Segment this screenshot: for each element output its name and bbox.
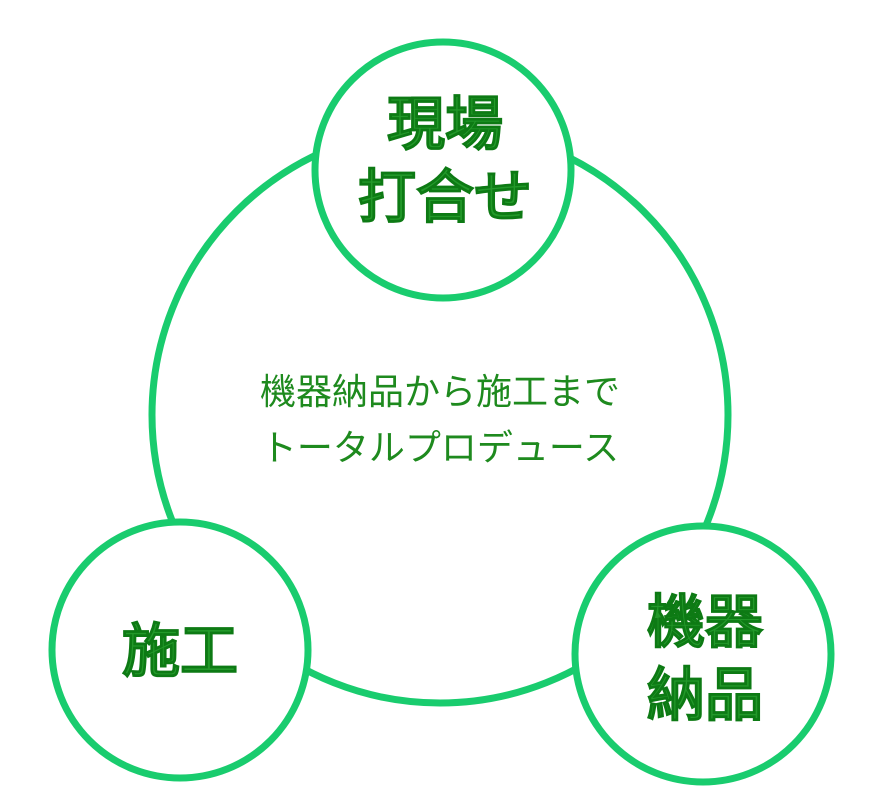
center-line2: トータルプロデュース	[260, 427, 620, 469]
left-node-line1: 施工	[121, 617, 238, 686]
left-node-circle	[48, 518, 312, 782]
top-node-line2: 打合せ	[357, 162, 532, 231]
top-node-circle	[311, 38, 575, 302]
top-node-line1: 現場	[386, 90, 503, 159]
center-line1: 機器納品から施工まで	[259, 372, 620, 413]
right-node-line1: 機器	[646, 588, 763, 657]
top-node-label: 現場 打合せ	[340, 88, 550, 233]
center-label: 機器納品から施工まで トータルプロデュース	[240, 365, 640, 477]
right-node-circle	[571, 522, 835, 786]
right-node-label: 機器 納品	[600, 586, 810, 731]
right-node-line2: 納品	[646, 660, 763, 729]
left-node-label: 施工	[80, 615, 280, 688]
